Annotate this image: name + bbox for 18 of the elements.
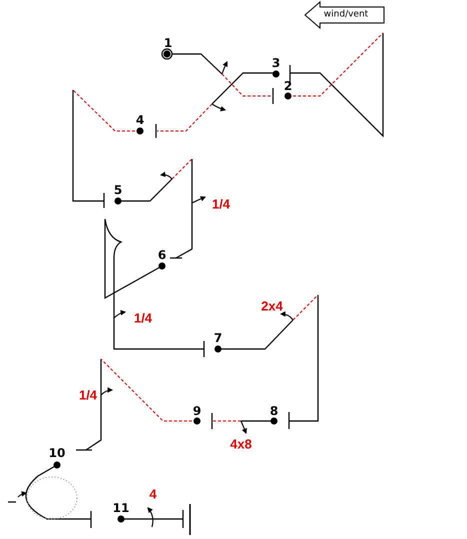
figure-number: 2	[284, 80, 292, 92]
roll-mark-label: 1/4	[212, 198, 230, 210]
roll-mark-label: 4x8	[230, 438, 252, 450]
roll-mark-label: 1/4	[134, 312, 152, 324]
figure-number: 6	[158, 249, 166, 261]
roll-mark-label: 4	[149, 488, 157, 500]
figure-number: 11	[112, 502, 130, 514]
figure-number: 3	[272, 57, 280, 69]
roll-mark-label: 2x4	[261, 300, 283, 312]
figure-number: 8	[270, 405, 278, 417]
figure-number: 7	[214, 332, 222, 344]
figure-number: 1	[164, 37, 172, 49]
figure-number: 5	[114, 184, 122, 196]
figure-number: 10	[48, 447, 66, 459]
figure-number: 4	[136, 114, 144, 126]
wind-label: wind/vent	[324, 10, 368, 20]
roll-mark-label: 1/4	[78, 388, 98, 402]
figure-number: 9	[192, 405, 202, 417]
